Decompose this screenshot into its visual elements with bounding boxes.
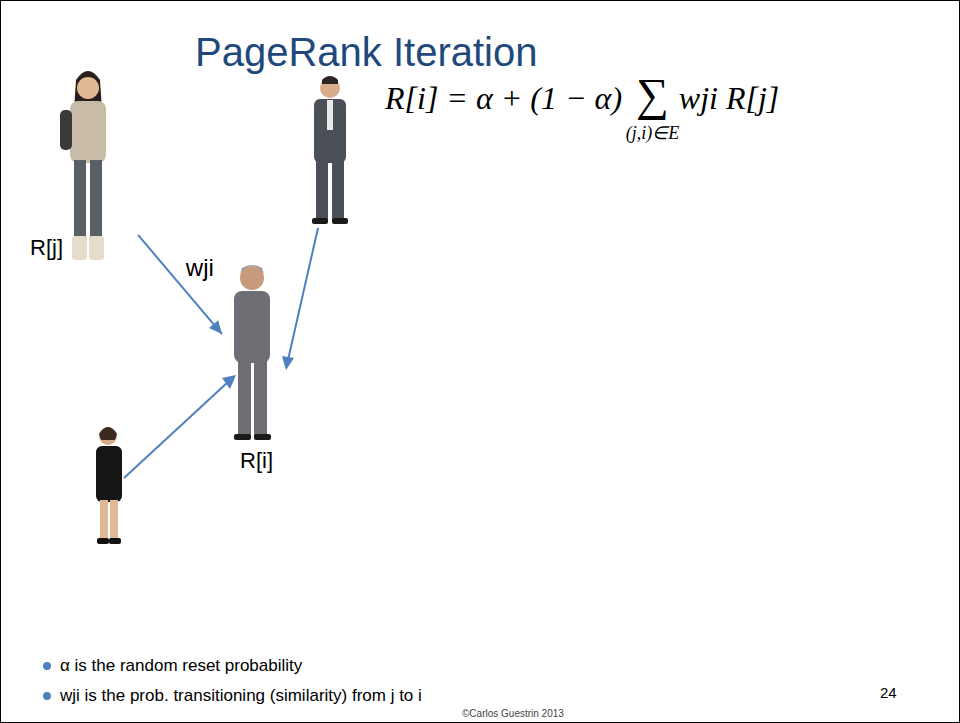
influence-arrows bbox=[124, 228, 318, 478]
bullet-text: wji is the prob. transitioning (similari… bbox=[60, 686, 422, 706]
copyright-note: ©Carlos Guestrin 2013 bbox=[462, 708, 564, 719]
slide-title: PageRank Iteration bbox=[195, 30, 537, 75]
page-number: 24 bbox=[880, 684, 897, 701]
arrow-head bbox=[209, 320, 222, 334]
arrow-line bbox=[288, 228, 318, 360]
arrow-head bbox=[222, 375, 236, 389]
sum-index: (j,i)∈E bbox=[626, 122, 680, 144]
person-figure bbox=[312, 76, 348, 224]
bullet-dot bbox=[43, 692, 51, 700]
bullet-dot bbox=[43, 662, 51, 670]
node-label: R[j] bbox=[30, 235, 63, 261]
person-figure bbox=[234, 265, 271, 440]
person-figure bbox=[60, 71, 106, 260]
arrow-connector bbox=[138, 235, 222, 334]
node-label: R[i] bbox=[240, 448, 273, 474]
sum-symbol: ∑ bbox=[636, 68, 669, 121]
formula-part: wji R[j] bbox=[679, 80, 779, 117]
person-node: R[i] bbox=[222, 262, 282, 477]
edge-weight-label: wji bbox=[184, 254, 216, 282]
person-figure bbox=[96, 427, 122, 544]
formula-part: R[i] = α + (1 − α) bbox=[385, 80, 622, 117]
bullet-text: α is the random reset probability bbox=[60, 656, 302, 676]
arrow-line bbox=[124, 382, 228, 478]
person-node: R[j] bbox=[28, 70, 138, 270]
arrow-head bbox=[282, 356, 294, 370]
